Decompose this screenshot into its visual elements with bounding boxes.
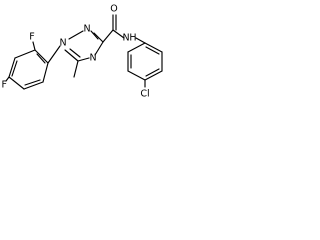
carbonyl-oxygen-label: O [110, 4, 117, 15]
bond [127, 70, 146, 81]
bond [64, 49, 79, 62]
bond [11, 60, 18, 77]
bond [90, 30, 99, 40]
bond [14, 49, 36, 59]
amide-nitrogen-label: N [122, 33, 129, 44]
bonds [5, 14, 163, 90]
bond [68, 30, 84, 40]
chlorine-label: Cl [140, 89, 149, 100]
bond [144, 70, 163, 81]
fluorine-ortho-label: F [29, 32, 34, 43]
bond [8, 76, 25, 90]
bond [94, 41, 104, 56]
bond [112, 29, 125, 39]
bond [145, 68, 160, 77]
bond [127, 42, 146, 53]
bond [32, 41, 36, 51]
bond [135, 37, 146, 44]
bond [5, 76, 10, 82]
bond [47, 45, 61, 64]
amide-hydrogen-label: H [129, 33, 136, 44]
bond [145, 46, 160, 55]
bond [36, 53, 46, 64]
bond [77, 57, 90, 62]
bond [24, 79, 41, 86]
fluorine-para-label: F [2, 80, 7, 91]
bond [93, 32, 104, 43]
atom-labels: F F N N N O N H Cl [2, 4, 150, 100]
triazole-n1-label: N [59, 38, 66, 49]
bond [8, 57, 16, 78]
bond [73, 60, 79, 78]
bond [34, 49, 49, 64]
bond [42, 62, 49, 83]
triazole-n4-label: N [89, 53, 96, 64]
molecule-diagram: F F N N N O N H Cl [2, 4, 163, 100]
bond [69, 48, 81, 58]
bond [102, 29, 114, 43]
bond [23, 81, 44, 90]
bond [144, 42, 163, 53]
triazole-n2-label: N [83, 24, 90, 35]
